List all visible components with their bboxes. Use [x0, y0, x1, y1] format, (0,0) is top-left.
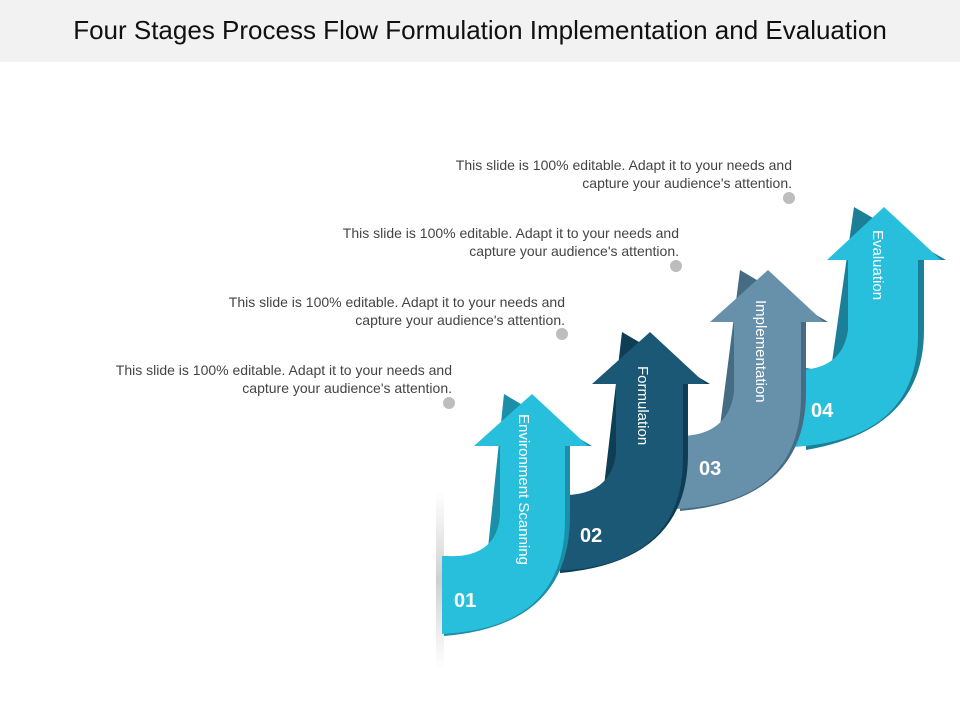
stage-3-label: Implementation [752, 300, 769, 403]
note-line-2: capture your audience's attention. [355, 312, 565, 328]
note-line-1: This slide is 100% editable. Adapt it to… [228, 294, 565, 310]
stage-2-number: 02 [580, 525, 602, 547]
note-stage-1: This slide is 100% editable. Adapt it to… [52, 361, 452, 397]
connector-4 [430, 192, 795, 204]
note-line-2: capture your audience's attention. [469, 243, 679, 259]
note-stage-4: This slide is 100% editable. Adapt it to… [392, 156, 792, 192]
note-line-1: This slide is 100% editable. Adapt it to… [455, 157, 792, 173]
connector-2 [203, 328, 568, 340]
note-line-1: This slide is 100% editable. Adapt it to… [115, 362, 452, 378]
title-bar [0, 0, 960, 62]
marker-dot-icon [443, 397, 455, 409]
connector-3 [316, 260, 682, 272]
marker-dot-icon [783, 192, 795, 204]
stage-4-label: Evaluation [869, 230, 886, 300]
stage-1-number: 01 [454, 590, 476, 612]
stage-4-number: 04 [811, 400, 834, 422]
stage-2-label: Formulation [634, 366, 651, 445]
marker-dot-icon [556, 328, 568, 340]
stage-1-arrow: Environment Scanning 01 [442, 394, 592, 636]
connector-1 [60, 397, 455, 409]
note-line-2: capture your audience's attention. [242, 380, 452, 396]
edge-shadow [436, 490, 444, 670]
note-line-2: capture your audience's attention. [582, 175, 792, 191]
stage-3-arrow: Implementation 03 [674, 270, 828, 511]
note-stage-3: This slide is 100% editable. Adapt it to… [279, 224, 679, 260]
note-line-1: This slide is 100% editable. Adapt it to… [342, 225, 679, 241]
stage-1-label: Environment Scanning [515, 414, 532, 565]
stage-2-arrow: Formulation 02 [556, 332, 710, 573]
slide-title: Four Stages Process Flow Formulation Imp… [73, 15, 887, 45]
stage-3-number: 03 [699, 458, 721, 480]
stage-4-arrow: Evaluation 04 [792, 207, 946, 450]
marker-dot-icon [670, 260, 682, 272]
note-stage-2: This slide is 100% editable. Adapt it to… [165, 293, 565, 329]
